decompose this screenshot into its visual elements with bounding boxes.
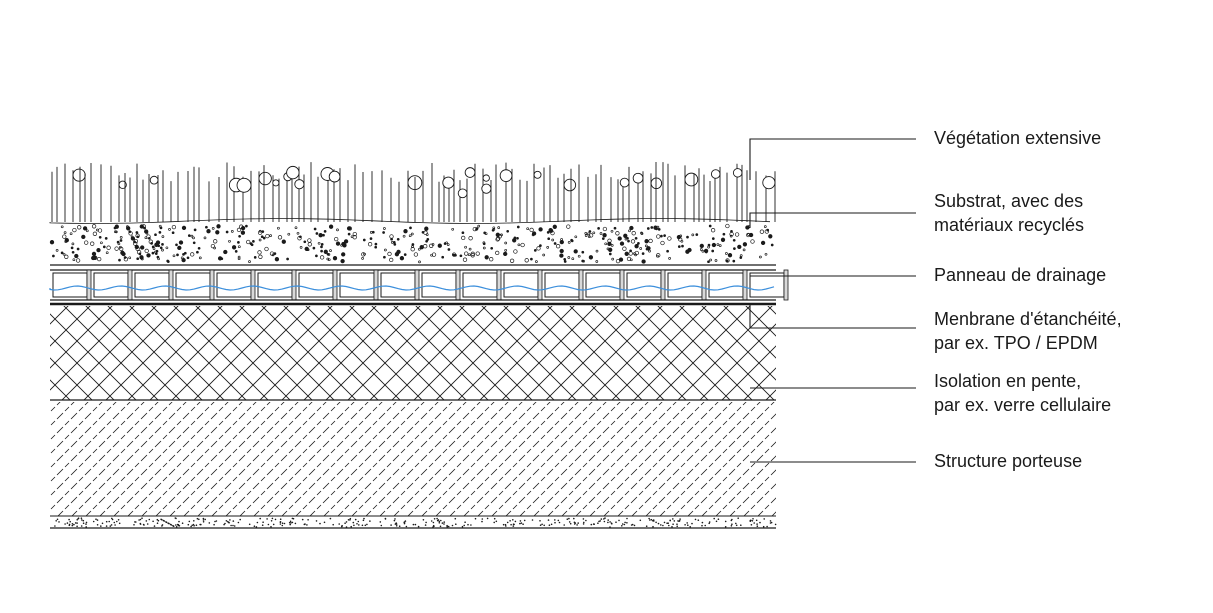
label-insulation: Isolation en pente, par ex. verre cellula… [934, 371, 1111, 415]
label-line: par ex. verre cellulaire [934, 395, 1111, 415]
label-line: Structure porteuse [934, 451, 1082, 471]
vegetation-layer [51, 162, 776, 222]
label-substrate: Substrat, avec des matériaux recyclés [934, 191, 1084, 235]
leader-substrate [749, 212, 916, 228]
leader-membrane [749, 305, 916, 329]
label-line: matériaux recyclés [934, 215, 1084, 235]
drainage-panel-layer [49, 269, 789, 301]
label-line: Substrat, avec des [934, 191, 1083, 211]
label-line: Isolation en pente, [934, 371, 1081, 391]
label-line: Menbrane d'étanchéité, [934, 309, 1122, 329]
labels: Végétation extensive Substrat, avec des m… [934, 128, 1122, 471]
label-structure: Structure porteuse [934, 451, 1082, 471]
leader-lines [749, 138, 916, 463]
label-line: Végétation extensive [934, 128, 1101, 148]
label-line: Panneau de drainage [934, 265, 1106, 285]
label-drainage: Panneau de drainage [934, 265, 1106, 285]
label-membrane: Menbrane d'étanchéité, par ex. TPO / EPDM [934, 309, 1122, 353]
label-line: par ex. TPO / EPDM [934, 333, 1098, 353]
substrate-layer [49, 218, 776, 266]
label-vegetation: Végétation extensive [934, 128, 1101, 148]
insulation-layer [50, 306, 776, 401]
leader-vegetation [749, 138, 916, 180]
structure-layer [50, 402, 777, 529]
